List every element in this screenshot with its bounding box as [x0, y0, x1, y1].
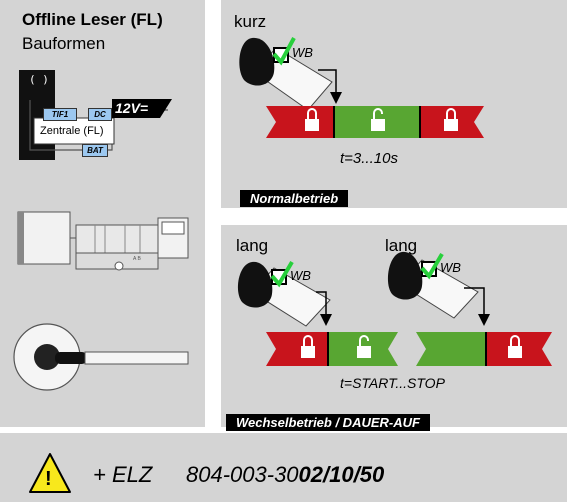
cylinder-icon [17, 211, 189, 271]
normal-mode-panel [221, 0, 567, 208]
code-variant-1: 02 [298, 462, 324, 487]
reader-wiring [29, 99, 172, 151]
left-panel: Offline Leser (FL) Bauformen ( ) TIF1 DC… [0, 0, 205, 427]
tif1-label: TIF1 [43, 108, 77, 121]
lock-closed-icon [301, 335, 315, 358]
lock-closed-icon [305, 108, 319, 131]
warning-symbol: ! [45, 468, 52, 490]
code-sep-1: / [323, 462, 330, 487]
lang-label-right: lang [385, 236, 418, 255]
lang-label-left: lang [236, 236, 269, 255]
normal-wb-label: WB [292, 45, 313, 60]
footer-bar [0, 433, 567, 502]
panel-subtitle: Bauformen [22, 34, 106, 53]
toggle-mode-label: Wechselbetrieb / DAUER-AUF [226, 414, 430, 431]
central-label: Zentrale (FL) [40, 125, 104, 137]
code-variant-3: 50 [359, 462, 385, 487]
dc-label: DC [88, 108, 112, 121]
code-plain: 804-003-30 [186, 462, 299, 487]
handle-icon [13, 323, 189, 391]
toggle-time-label: t=START...STOP [340, 375, 445, 391]
footer-prefix: + ELZ [93, 462, 153, 487]
normal-mode-label: Normalbetrieb [240, 190, 349, 207]
lock-open-icon [371, 108, 385, 131]
code-variant-2: 10 [329, 462, 354, 487]
reader-led-icon: ( ) [29, 73, 49, 86]
cylinder-mark: A B [133, 256, 141, 262]
voltage-label: 12V= [115, 100, 149, 116]
footer-code: 804-003-3002/10/50 [186, 462, 384, 488]
toggle-wb-label-right: WB [440, 260, 461, 275]
kurz-label: kurz [234, 12, 267, 31]
lock-closed-icon [508, 335, 522, 358]
lock-open-icon [357, 335, 371, 358]
code-sep-2: / [353, 462, 360, 487]
toggle-wb-label-left: WB [290, 268, 311, 283]
bat-label: BAT [82, 144, 108, 157]
lock-closed-icon [444, 108, 458, 131]
panel-title: Offline Leser (FL) [22, 10, 163, 29]
normal-time-label: t=3...10s [340, 150, 398, 167]
